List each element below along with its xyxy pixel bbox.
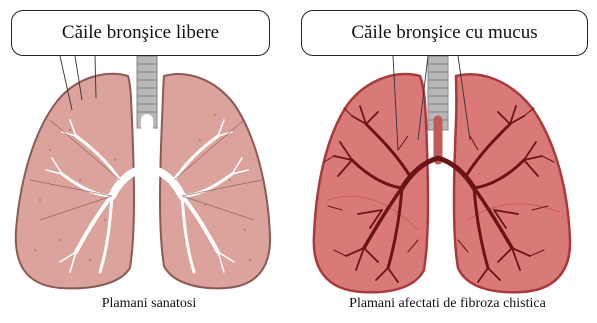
healthy-lungs-panel: Căile bronşice libere Plamani sanatosi	[0, 0, 298, 323]
healthy-airways-label: Căile bronşice libere	[11, 10, 270, 56]
cf-left-lung	[314, 74, 428, 292]
cf-lungs-panel: Căile bronşice cu mucus Plamani afectati…	[298, 0, 597, 323]
mucus-airways-label: Căile bronşice cu mucus	[301, 10, 588, 56]
